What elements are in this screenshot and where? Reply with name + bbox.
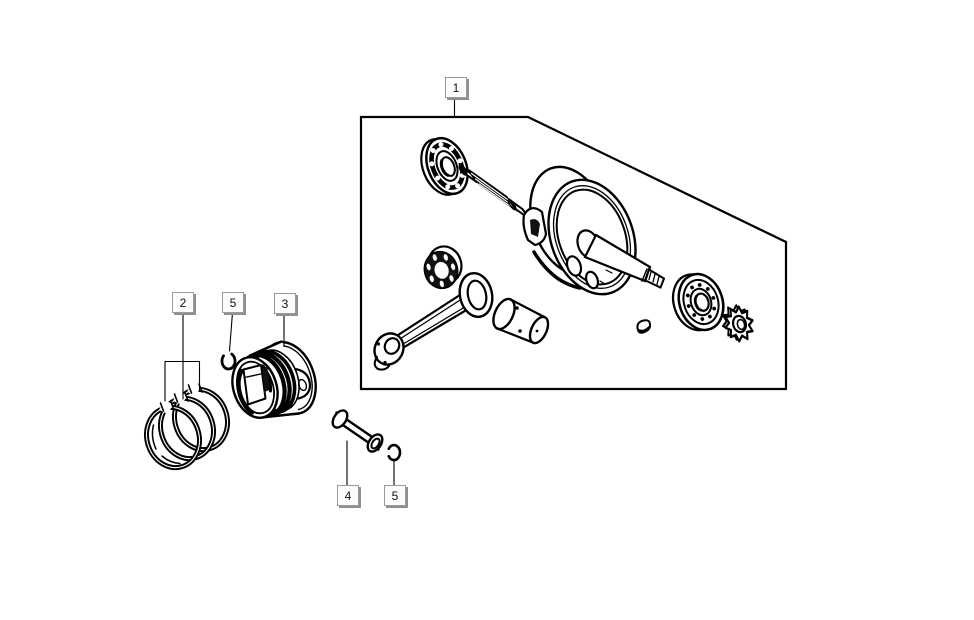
piston-pin-drawing	[331, 409, 384, 453]
piston-drawing	[231, 340, 317, 419]
callout-4-label: 4	[344, 488, 352, 503]
threaded-tip	[644, 267, 666, 289]
pin-boss-arch	[293, 367, 312, 400]
callout-4[interactable]: 4	[337, 485, 359, 506]
bearing-balls	[429, 142, 465, 190]
callout-3-label: 3	[281, 296, 289, 311]
callout-1[interactable]: 1	[445, 77, 467, 98]
piston-ring-set-drawing	[144, 381, 230, 471]
crank-pin-drawing	[492, 297, 550, 345]
callout-2-label: 2	[179, 295, 187, 310]
callout-5-upper-label: 5	[229, 295, 237, 310]
callout-5-upper[interactable]: 5	[222, 292, 244, 313]
woodruff-key-drawing	[636, 319, 652, 334]
lock-washer-drawing	[721, 304, 754, 343]
crankshaft-drawing	[522, 165, 666, 296]
ball-bearing-left-drawing	[420, 136, 469, 196]
circlip-top-drawing	[220, 352, 237, 371]
callout-3[interactable]: 3	[274, 293, 296, 314]
ball-bearing-right-drawing	[671, 272, 725, 332]
connecting-rod-drawing	[373, 272, 494, 371]
leader-lines	[164, 97, 456, 487]
crank-left-shaft-drawing	[458, 164, 531, 220]
callout-1-label: 1	[452, 80, 460, 95]
bearing-ball-gaps	[685, 283, 717, 321]
kit-group-outline	[359, 115, 788, 391]
callout-5-lower[interactable]: 5	[384, 485, 406, 506]
needle-bearing-drawing	[423, 245, 463, 290]
circlip-bottom-drawing	[387, 443, 402, 462]
needle-rollers	[426, 254, 456, 288]
callout-2[interactable]: 2	[172, 292, 194, 313]
callout-5-lower-label: 5	[391, 488, 399, 503]
